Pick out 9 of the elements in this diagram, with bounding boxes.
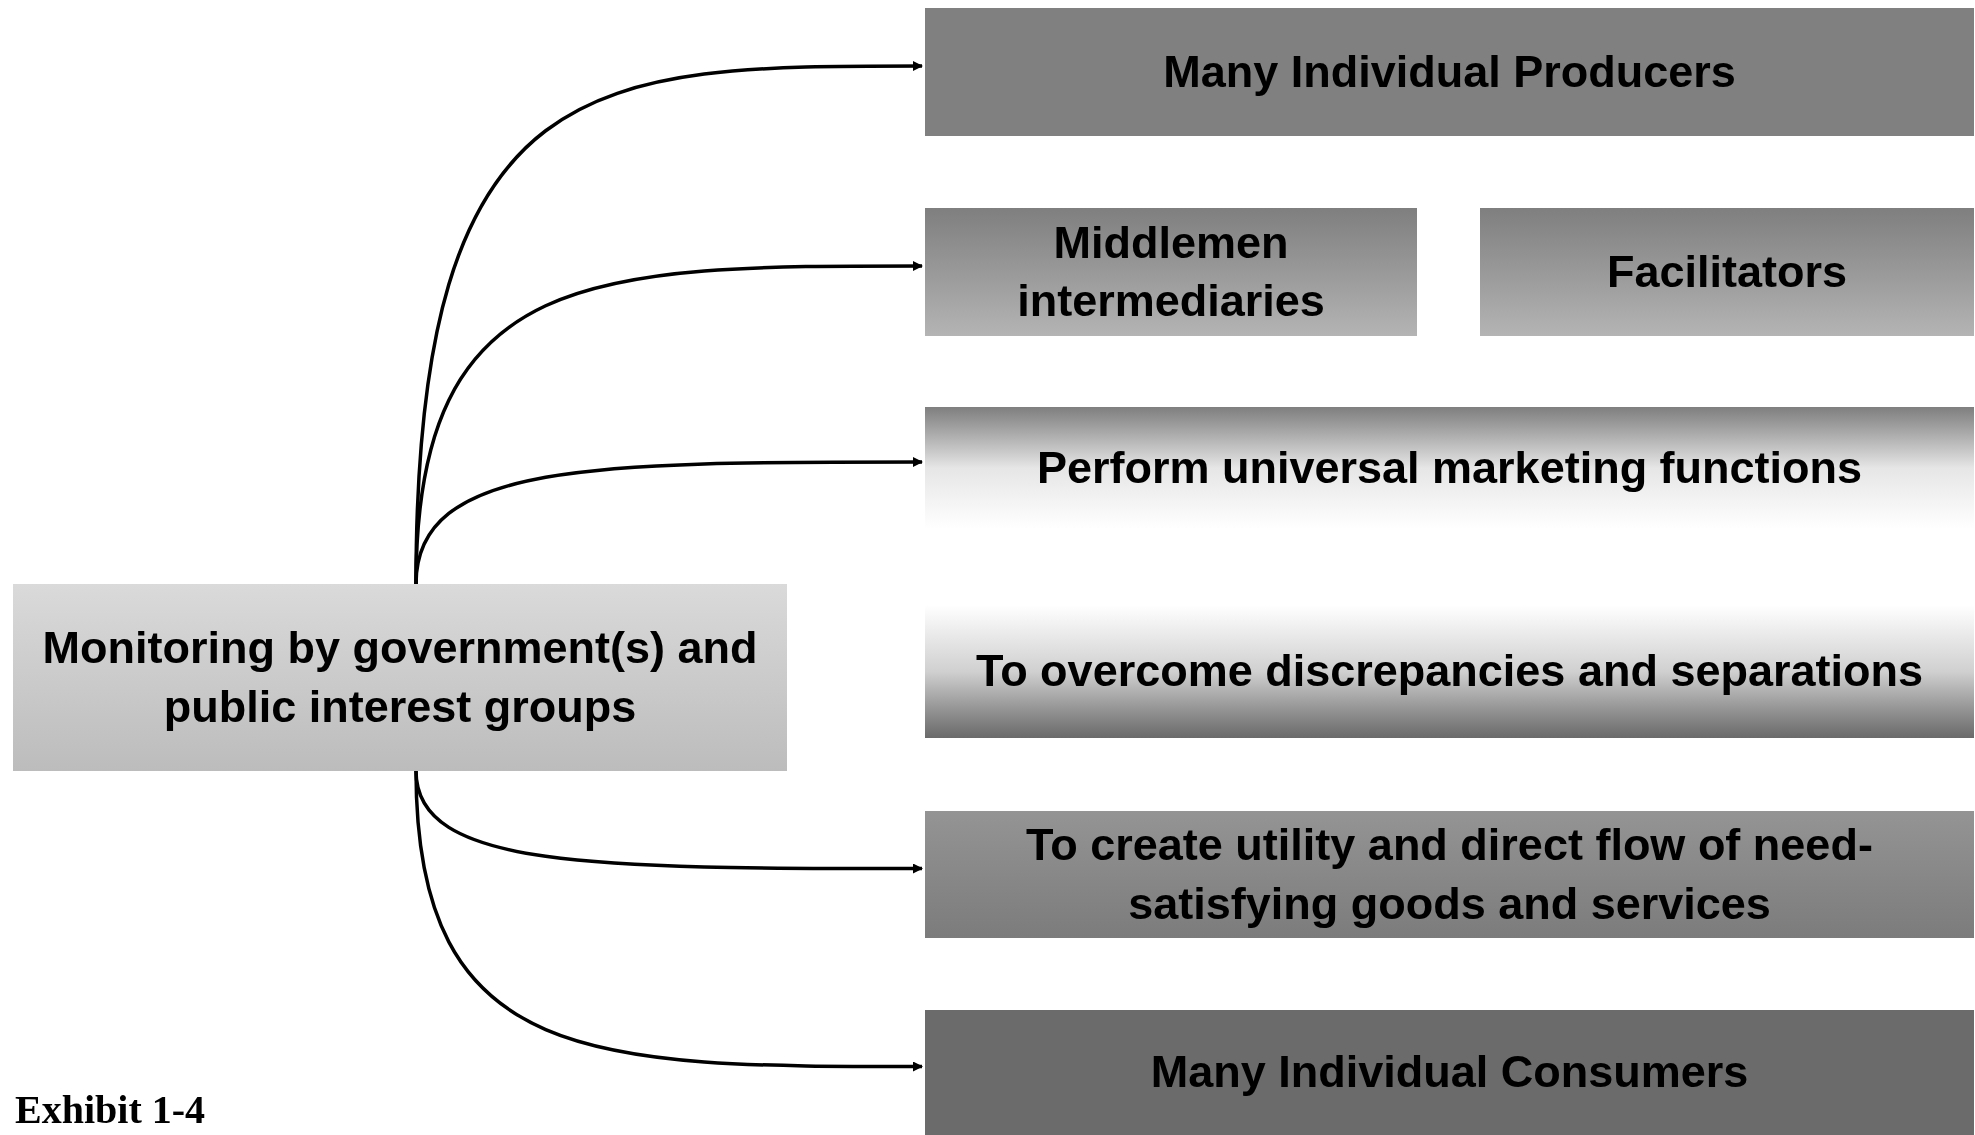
- label-box: Middlemen intermediaries: [925, 208, 1417, 336]
- label-box: Monitoring by government(s) and public interest groups: [13, 584, 787, 771]
- exhibit-caption: Exhibit 1-4: [15, 1088, 206, 1132]
- label-box: Facilitators: [1480, 208, 1974, 336]
- label-box: To create utility and direct flow of need-satisfying goods and services: [925, 811, 1974, 938]
- label-box: Many Individual Producers: [925, 8, 1974, 136]
- curved-arrow: [414, 770, 923, 1072]
- curved-arrow: [414, 457, 923, 585]
- label-box: Many Individual Consumers: [925, 1010, 1974, 1135]
